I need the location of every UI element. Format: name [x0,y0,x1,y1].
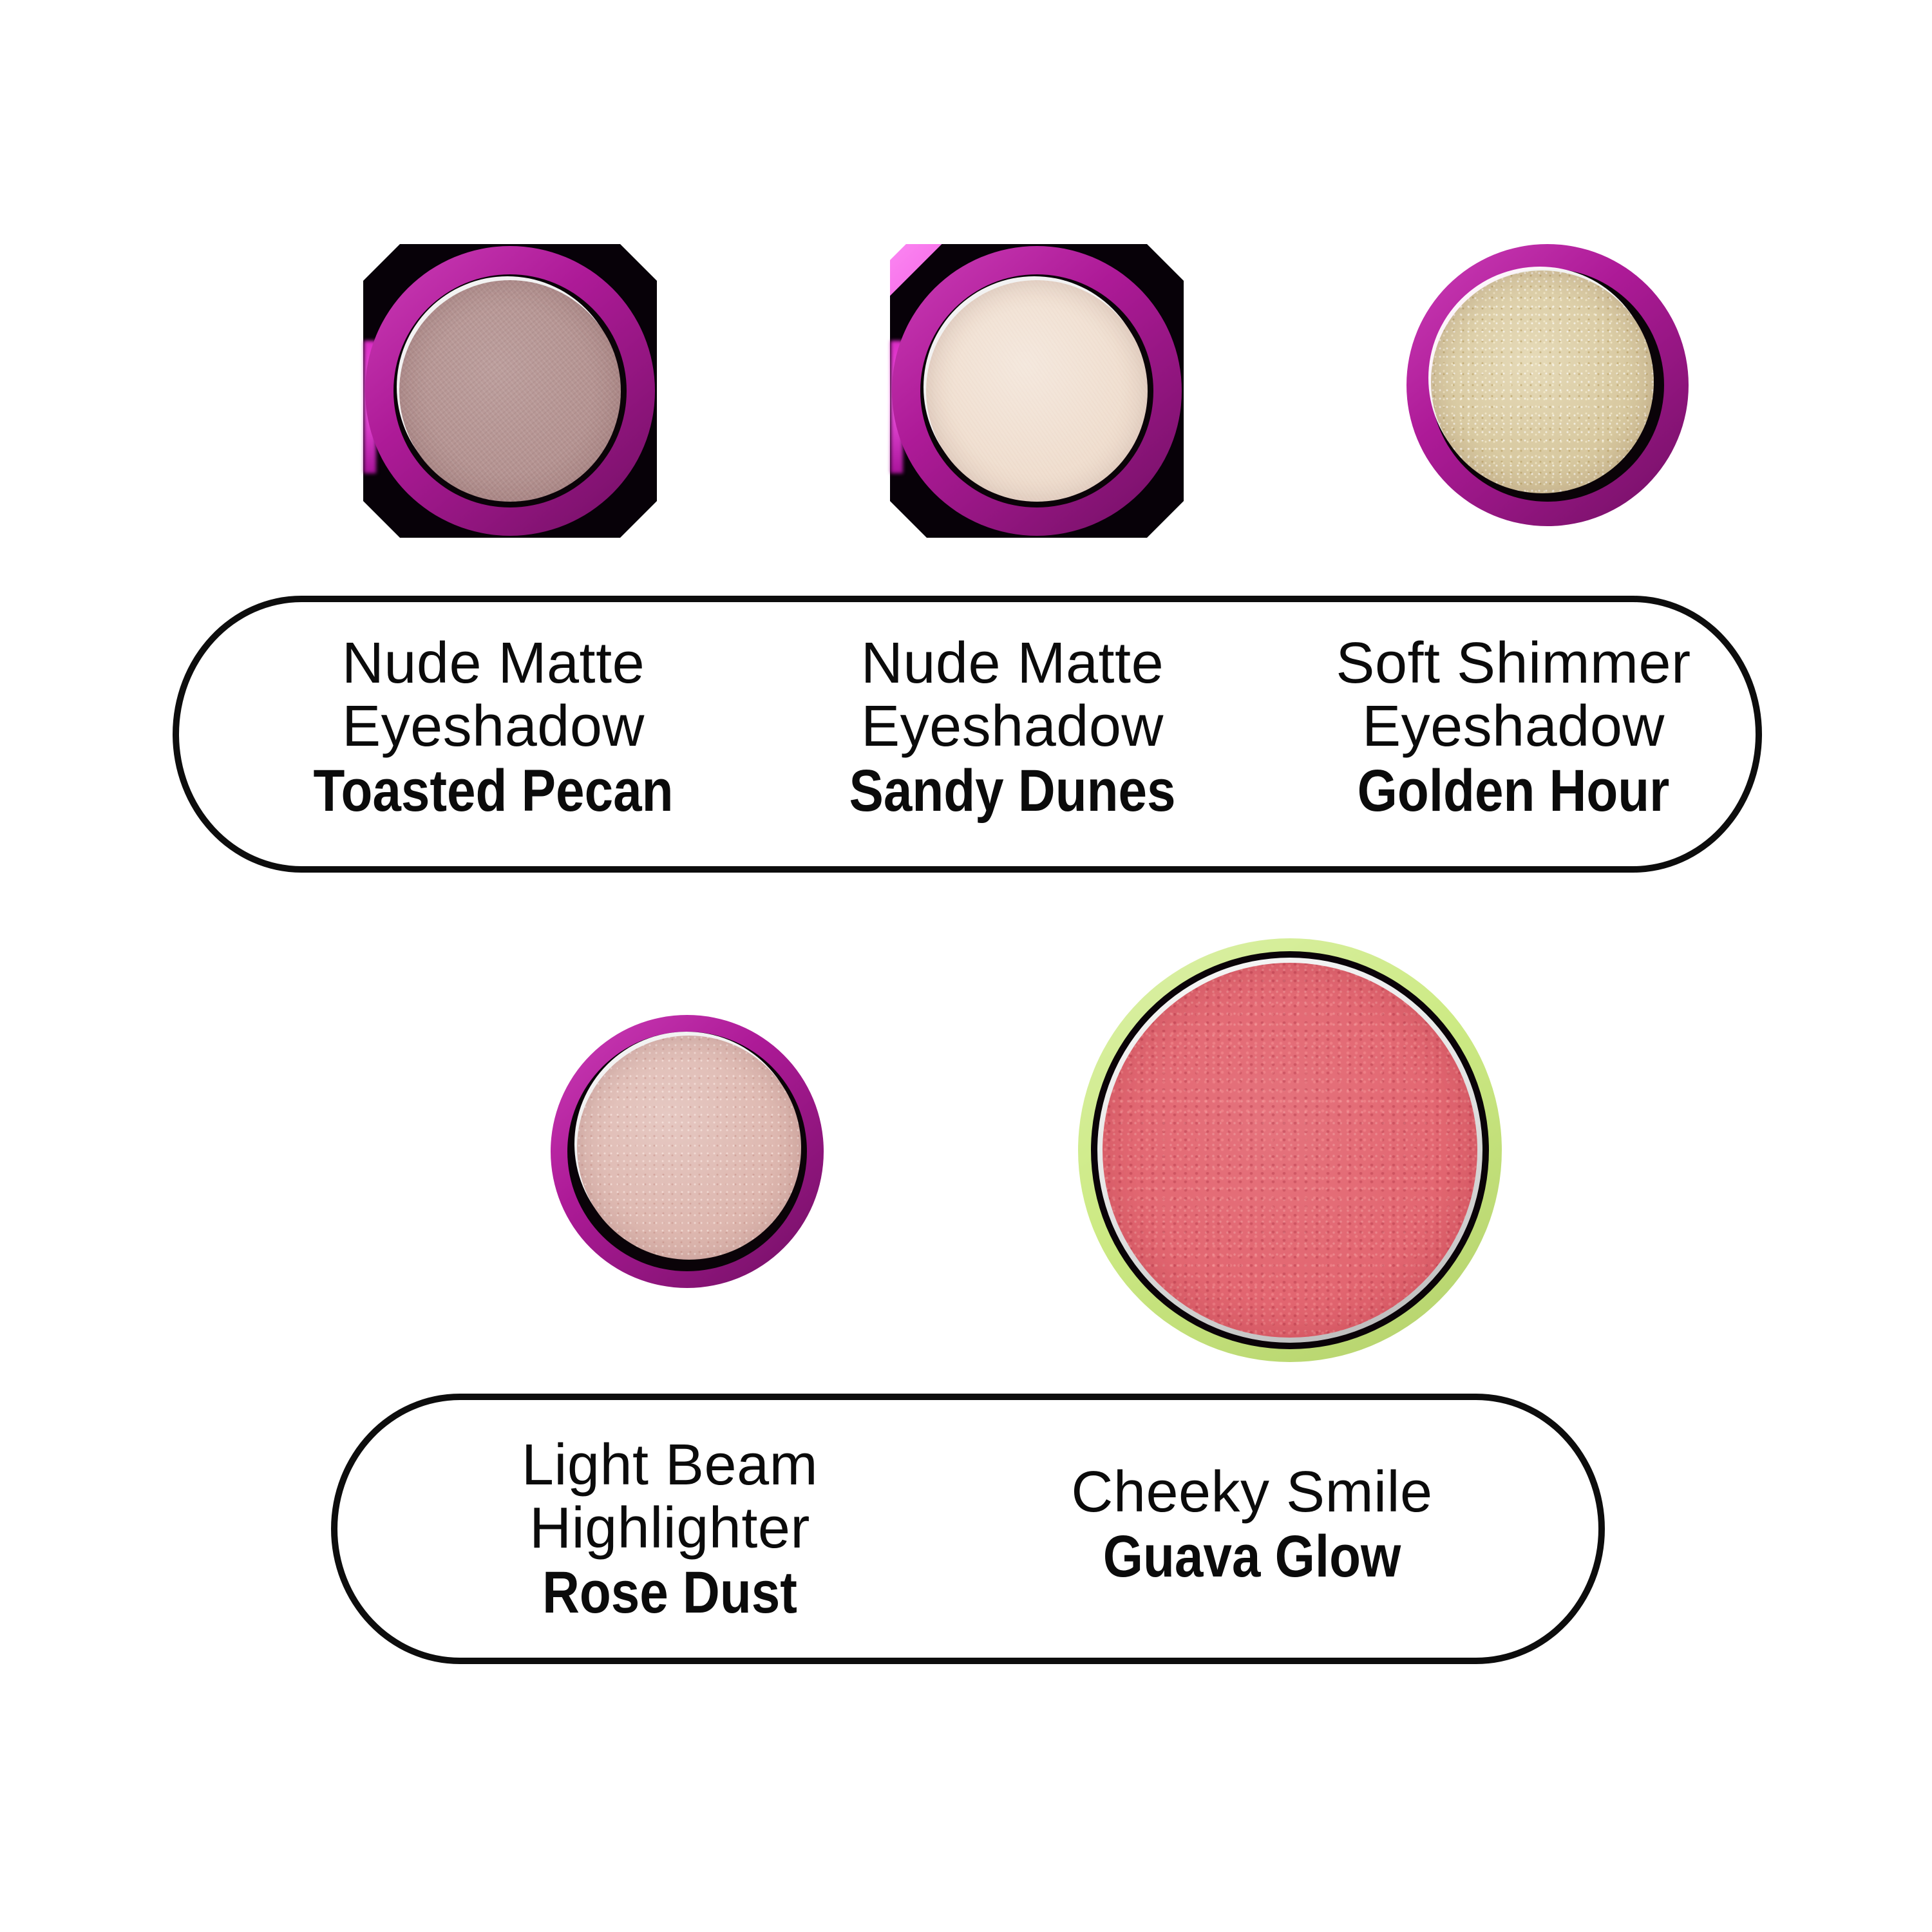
product-name-line: Nude Matte [341,631,645,696]
eyeshadow-labels-outline [173,596,1762,873]
product-sandy-dunes [890,244,1184,538]
pan-golden-hour [1431,270,1654,493]
product-rose-dust [551,1015,824,1288]
pan-guava-glow [1103,963,1477,1338]
pan-toasted-pecan [399,280,621,502]
product-guava-glow [1078,938,1502,1362]
label-rose-dust: Light Beam Highlighter Rose Dust [522,1434,818,1625]
label-toasted-pecan: Nude Matte Eyeshadow Toasted Pecan [287,632,701,824]
product-name-line: Eyeshadow [861,694,1164,759]
cheek-labels-outline [331,1394,1605,1664]
shade-name: Golden Hour [1357,758,1670,824]
label-guava-glow: Cheeky Smile Guava Glow [1071,1461,1432,1589]
product-toasted-pecan [363,244,657,538]
product-name-line: Highlighter [529,1496,810,1560]
shade-name: Guava Glow [1103,1524,1401,1589]
pan-rose-dust [577,1036,801,1260]
product-name-line: Cheeky Smile [1071,1460,1433,1524]
shade-name: Sandy Dunes [849,758,1176,824]
product-golden-hour [1406,244,1689,526]
shade-name: Rose Dust [542,1560,797,1625]
shade-name: Toasted Pecan [313,758,674,824]
label-golden-hour: Soft Shimmer Eyeshadow Golden Hour [1334,632,1692,824]
product-name-line: Eyeshadow [342,694,645,759]
product-name-line: Eyeshadow [1362,694,1665,759]
product-name-line: Soft Shimmer [1336,631,1691,696]
pan-sandy-dunes [926,280,1148,502]
product-name-line: Light Beam [521,1433,819,1497]
product-name-line: Nude Matte [860,631,1164,696]
label-sandy-dunes: Nude Matte Eyeshadow Sandy Dunes [825,632,1200,824]
